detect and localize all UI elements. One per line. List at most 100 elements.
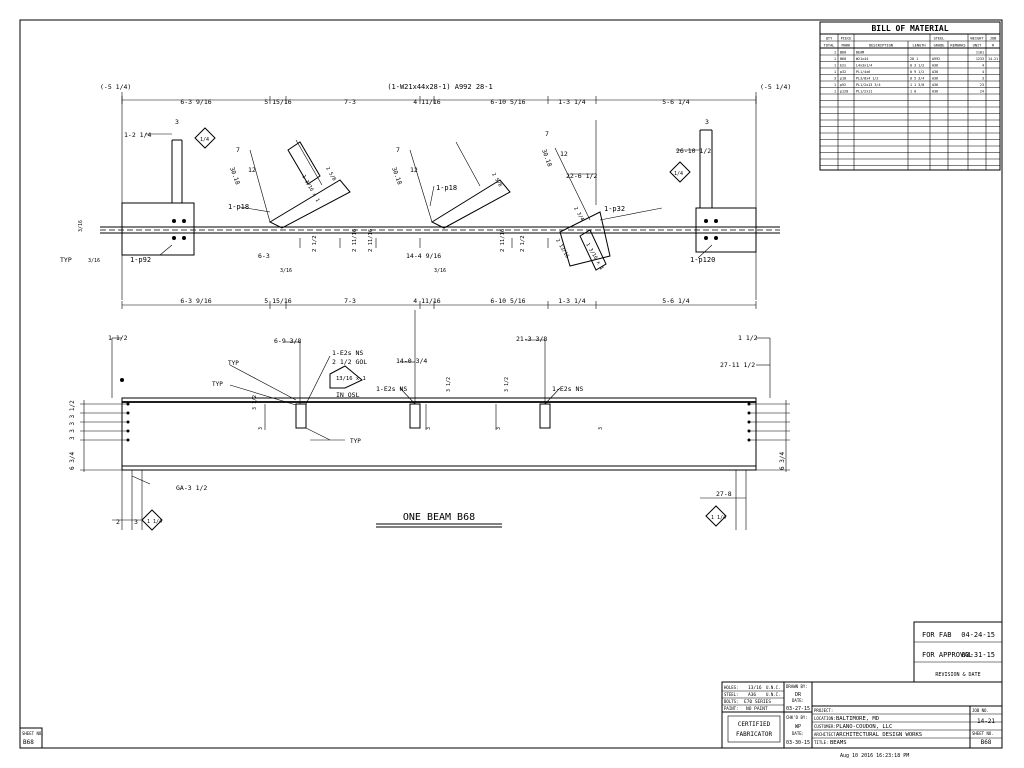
revision-header: REVISION & DATE (935, 672, 980, 678)
label-right-bot: 6 3/4 (779, 452, 786, 470)
tb-job-val: 14-21 (977, 718, 995, 725)
bom-cell: 4 (982, 70, 984, 74)
tb-date2-val: 03-30-15 (786, 740, 810, 746)
label-tag: 13/16 x 1 (336, 376, 366, 382)
label-left-gage: 1 1/2 (108, 334, 128, 342)
label-p32: 1-p32 (604, 205, 625, 213)
dimension-top: 5-6 1/4 (662, 98, 689, 106)
label-b1: 2 (116, 518, 120, 526)
label-dim: 3 1/2 (446, 377, 452, 392)
dimension-bottom: 4 11/16 (413, 297, 440, 305)
bom-cell: 23 (980, 83, 984, 87)
label-dim: 2 11/16 (352, 229, 358, 252)
label-weld: 1 1/4 (147, 519, 162, 525)
label-dim: 2 1/2 (520, 235, 526, 252)
dimension-bottom: 6-3 9/16 (180, 297, 211, 305)
stiffener-p18-right (430, 179, 511, 229)
bom-cell: PL1/2x13 3/4 (856, 83, 881, 87)
tb-holes-unc: U.N.C. (766, 685, 780, 690)
bom-cell: 0 9 1/2 (910, 70, 924, 74)
tb-certified: CERTIFIED (738, 721, 771, 728)
bom-cell: W21x44 (856, 57, 868, 61)
bom-cell: 24 (980, 90, 984, 94)
tb-project-label: PROJECT: (814, 708, 833, 713)
bom-cell: 1 (834, 51, 836, 55)
bom-cell: 1 (834, 64, 836, 68)
label-angle-7: 7 (236, 146, 240, 154)
label-angle-30: 30.18 (228, 166, 241, 186)
tb-steel-val: A36 (748, 692, 756, 698)
tb-paint-label: PAINT: (724, 706, 738, 711)
tb-chkd-val: WP (795, 724, 801, 730)
tb-holes-val: 13/16 (748, 685, 762, 691)
plot-stamp: Aug 10 2016 16:23:18 PM (840, 753, 909, 759)
tb-date1-label: DATE: (792, 698, 804, 703)
label-left-bot: 6 3/4 (69, 452, 76, 470)
bom-header-2: DESCRIPTION (869, 44, 893, 48)
label-gol: 2 1/2 GOL (332, 358, 367, 366)
label-dim: 2 11/16 (368, 229, 374, 252)
tb-bolts-label: BOLTS: (724, 699, 738, 704)
dimension-top: 6-3 9/16 (180, 98, 211, 106)
tb-steel-unc: U.N.C. (766, 692, 780, 697)
label-dim: 3 (598, 427, 604, 430)
bom-cell: 1233 (976, 57, 984, 61)
label-d2: 14-0 3/4 (396, 357, 427, 365)
bom-cell: 28 1 (910, 57, 918, 61)
left-sheet-value: B68 (23, 739, 34, 746)
clip-angle-2 (409, 403, 421, 429)
label-weld-left: 1/4 (200, 137, 209, 143)
stiffener-p18-left (268, 179, 351, 229)
clip-angle-3 (539, 403, 551, 429)
bom-header-1: QTY (826, 37, 833, 41)
bom-cell: 1 1 3/8 (910, 83, 924, 87)
label-d4: 27-11 1/2 (720, 361, 755, 369)
tb-sheet-label: SHEET NO. (972, 731, 994, 736)
label-ga: GA-3 1/2 (176, 484, 207, 492)
plate-p32 (559, 211, 611, 267)
sheet-border (19, 19, 1003, 749)
bom-cell: 14-21 (988, 57, 998, 61)
label-weld-right: 1/4 (674, 171, 683, 177)
tb-chkd-label: CHK'D BY: (786, 715, 808, 720)
bom-header-2: UNIT (973, 44, 982, 48)
label-right-mid: 22-6 1/2 (566, 172, 597, 180)
tb-drawn-label: DRAWN BY: (786, 684, 808, 689)
bom-cell: 0 3 1/2 (910, 64, 924, 68)
tb-date1-val: 03-27-15 (786, 706, 810, 712)
bom-cell: PL3/8x4 1/2 (856, 77, 878, 81)
label-dim: 3/16 (434, 268, 446, 274)
left-sheet-label: SHEET NO. (22, 731, 44, 736)
label-dim: 2 11/16 (500, 229, 506, 252)
label-e2s-3: 1-E2s NS (552, 385, 583, 393)
dimension-top: 4 11/16 (413, 98, 440, 106)
label-typ: TYP (228, 360, 239, 367)
bom-cell: p92 (840, 83, 846, 87)
bom-cell: BEAM (856, 51, 864, 55)
label-p18-left: 1-p18 (228, 203, 249, 211)
end-offset-left: (-5 1/4) (100, 83, 131, 91)
label-dim: 3 1/2 (504, 377, 510, 392)
bom-header-1: PIECE (841, 37, 852, 41)
bom-cell: B68 (840, 57, 846, 61)
label-dim: 3/16 (280, 268, 292, 274)
bom-cell: A36 (932, 77, 938, 81)
label-dim: 2 1/2 (312, 235, 318, 252)
bom-cell: 4 (982, 64, 984, 68)
tb-holes-label: HOLES: (724, 685, 738, 690)
tb-paint-val: NO PAINT (746, 706, 768, 712)
label-angle-30b: 30.18 (390, 166, 403, 186)
bom-cell: B68 (840, 51, 846, 55)
label-dim: 3 (258, 427, 264, 430)
bom-header-2: REMARKS (950, 44, 965, 48)
dimension-top: 1-3 1/4 (558, 98, 585, 106)
label-left-holes: 3 3 3 3 1/2 (69, 400, 76, 440)
label-p120: 1-p120 (690, 256, 715, 264)
bom-cell: L4x3x1/4 (856, 64, 872, 68)
label-dim: 3 (426, 427, 432, 430)
bom-cell: p120 (840, 90, 848, 94)
bom-cell: A36 (932, 64, 938, 68)
label-angle-7b: 7 (396, 146, 400, 154)
